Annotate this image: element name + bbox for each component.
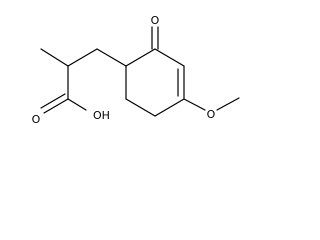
ketone-oxygen-label: O	[151, 14, 160, 27]
structure-canvas: O O O OH	[0, 0, 254, 137]
acid-carbonyl-oxygen-label: O	[32, 113, 41, 126]
molecule-diagram: O O O OH	[32, 14, 240, 126]
bond-ring-c5-c6	[125, 98, 156, 117]
bond-carboxyl-c-o-double	[40, 93, 66, 109]
acid-hydroxyl-label: OH	[93, 109, 110, 122]
ether-oxygen-label: O	[207, 108, 216, 121]
bond-alpha-c-to-methyl	[40, 48, 69, 67]
bond-carboxyl-c-oh	[67, 98, 87, 111]
bond-ch2-to-alpha-c	[67, 48, 98, 67]
bond-ring-to-ch2	[96, 48, 127, 67]
bond-ring-c4-c5	[154, 98, 185, 117]
bond-ether-oxygen-to-methyl	[216, 97, 240, 111]
bond-ring-c1-c2	[125, 48, 156, 67]
bond-ring-to-ether-oxygen	[183, 98, 206, 111]
bond-carboxyl-c-o	[43, 98, 69, 114]
bond-ring-c2-c3	[154, 48, 185, 67]
